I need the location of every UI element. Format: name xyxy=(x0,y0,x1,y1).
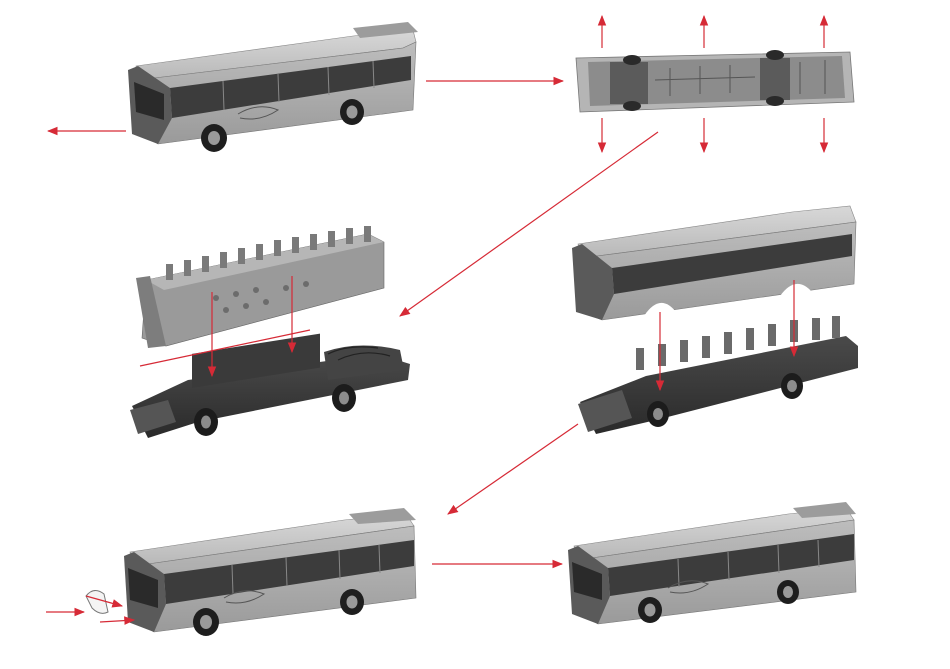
next-step-arrow xyxy=(448,424,578,514)
bus-model-icon xyxy=(568,502,856,624)
bus-model-icon xyxy=(128,22,418,152)
bus-bumper-fit-icon xyxy=(86,508,416,636)
bus-body-exploded-icon xyxy=(572,206,858,434)
bus-chassis-underside-icon xyxy=(576,50,854,112)
bus-interior-exploded-icon xyxy=(130,226,410,438)
